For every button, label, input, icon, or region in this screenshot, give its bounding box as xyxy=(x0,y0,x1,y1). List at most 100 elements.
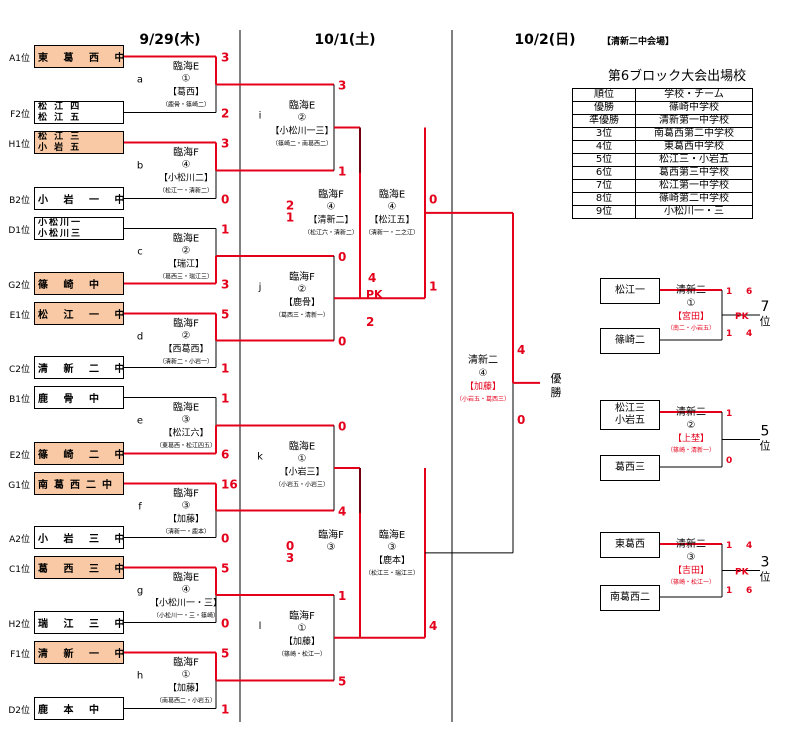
score: 0 xyxy=(338,250,346,264)
match-number: ④ xyxy=(327,202,336,213)
placement-venue: 清新二 xyxy=(676,405,706,418)
placement-venue: 清新二 xyxy=(676,283,706,296)
placement-team-box: 篠崎二 xyxy=(600,328,660,354)
match-umpire: 【西葛西】 xyxy=(163,343,208,355)
venue-note: 【清新二中会場】 xyxy=(602,35,674,47)
match-letter: a xyxy=(137,75,143,86)
rank-cell: 9位 xyxy=(572,205,636,219)
score: 1 xyxy=(338,165,346,179)
team-box: 南葛西二中 xyxy=(34,472,124,495)
table-row: 9位小松川一・三 xyxy=(572,205,753,219)
team-name: 篠 崎 中 xyxy=(38,280,105,291)
pk-score: 4 xyxy=(368,271,376,285)
match-letter: h xyxy=(137,671,143,682)
score: 0 xyxy=(286,539,294,553)
score: 6 xyxy=(746,287,752,297)
match-number: ③ xyxy=(388,542,397,553)
match-sub: （小岩五・小岩三） xyxy=(275,481,329,489)
score: 2 xyxy=(286,199,294,213)
seed-label: G1位 xyxy=(8,481,30,491)
table-row: 優勝篠崎中学校 xyxy=(572,101,753,115)
place-unit: 位 xyxy=(760,314,771,328)
seed-label: A1位 xyxy=(9,54,30,64)
team-name: 松 江 一 中 xyxy=(38,310,124,321)
match-venue: 臨海E xyxy=(173,401,199,414)
match-umpire: 【加藤】 xyxy=(168,682,204,694)
seed-label: E1位 xyxy=(9,311,30,321)
rank-cell: 順位 xyxy=(572,88,636,102)
score: 1 xyxy=(726,329,732,339)
match-letter: i xyxy=(259,111,262,122)
team-box: 小松川一小松川三 xyxy=(34,217,124,240)
score: 5 xyxy=(338,675,346,689)
score: 0 xyxy=(338,420,346,434)
placement-venue: 清新二 xyxy=(676,537,706,550)
school-cell: 葛西第三中学校 xyxy=(635,166,753,180)
team-name: 南葛西二中 xyxy=(38,480,118,491)
score: 0 xyxy=(221,193,229,207)
school-cell: 松江三・小岩五 xyxy=(635,153,753,167)
table-row: 4位東葛西中学校 xyxy=(572,140,753,154)
match-umpire: 【葛西】 xyxy=(168,86,204,98)
team-box: 松 江 三小 岩 五 xyxy=(34,131,124,154)
score: 4 xyxy=(429,619,437,633)
score: 0 xyxy=(517,413,525,427)
score: 1 xyxy=(429,279,437,293)
match-letter: e xyxy=(137,416,143,427)
team-name: 小松川一 xyxy=(38,217,83,228)
team-box: 葛 西 三 中 xyxy=(34,556,124,579)
placement-umpire: 【宮田】 xyxy=(673,310,709,322)
score: 1 xyxy=(338,589,346,603)
team-name: 鹿 本 中 xyxy=(38,705,105,716)
school-cell: 篠崎第二中学校 xyxy=(635,192,753,206)
team-box: 清 新 二 中 xyxy=(34,356,124,379)
seed-label: F2位 xyxy=(10,110,30,120)
seed-label: D2位 xyxy=(8,706,30,716)
match-umpire: 【鹿骨】 xyxy=(284,296,320,308)
score: 1 xyxy=(221,362,229,376)
table-row: 3位南葛西第二中学校 xyxy=(572,127,753,141)
team-name: 鹿 骨 中 xyxy=(38,394,105,405)
score: 0 xyxy=(221,617,229,631)
match-sub: （東葛西・松江四五） xyxy=(156,442,216,450)
match-number: ② xyxy=(182,246,191,257)
placement-team-box: 松江一 xyxy=(600,278,660,304)
team-box: 瑞 江 三 中 xyxy=(34,611,124,634)
school-cell: 篠崎中学校 xyxy=(635,101,753,115)
table-row: 7位松江第一中学校 xyxy=(572,179,753,193)
match-sub: （葛西三・瑞江三） xyxy=(159,273,213,281)
team-box: 篠 崎 中 xyxy=(34,272,124,295)
match-umpire: 【小松川二】 xyxy=(159,172,213,184)
match-sub: （篠崎・松江一） xyxy=(278,650,326,658)
match-sub: （鹿骨・篠崎二） xyxy=(162,101,210,109)
score: 3 xyxy=(286,551,294,565)
match-venue: 臨海F xyxy=(289,270,315,283)
school-cell: 南葛西第二中学校 xyxy=(635,127,753,141)
final-umpire: 【加藤】 xyxy=(465,380,501,392)
match-sub: （篠崎二・南葛西二） xyxy=(272,140,332,148)
table-title: 第6ブロック大会出場校 xyxy=(608,68,746,84)
score: 3 xyxy=(221,278,229,292)
match-sub: （清新二・小岩一） xyxy=(159,358,213,366)
school-cell: 東葛西中学校 xyxy=(635,140,753,154)
score: 1 xyxy=(221,223,229,237)
placement-sub: （篠崎・清新一） xyxy=(667,446,715,454)
placement-number: ① xyxy=(687,298,696,309)
match-number: ① xyxy=(298,454,307,465)
team-name-2: 松 江 五 xyxy=(38,112,82,123)
match-number: ④ xyxy=(388,202,397,213)
placement-team-box: 松江三 小岩五 xyxy=(600,400,660,430)
final-sub: （小岩五・葛西三） xyxy=(456,395,510,403)
score: 3 xyxy=(221,51,229,65)
date-header-2: 10/1(土) xyxy=(314,31,375,48)
score: 5 xyxy=(221,647,229,661)
match-venue: 臨海F xyxy=(173,656,199,669)
match-umpire: 【松江六】 xyxy=(163,427,208,439)
school-cell: 清新第一中学校 xyxy=(635,114,753,128)
score: 3 xyxy=(221,137,229,151)
pk-label: PK xyxy=(735,568,750,578)
winner-label: 優 xyxy=(551,372,562,385)
seed-label: G2位 xyxy=(8,281,30,291)
